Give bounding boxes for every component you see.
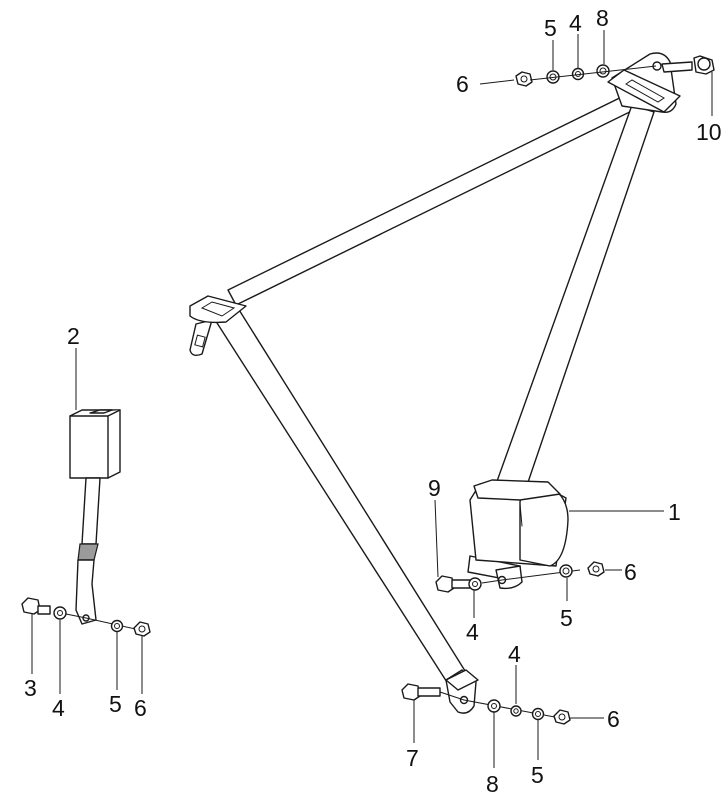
callout-4-buckle: 4	[52, 695, 65, 721]
buckle-fasteners	[21, 597, 151, 637]
callout-6-bottom: 6	[607, 706, 620, 732]
belt-retractor	[467, 479, 569, 590]
callout-labels: 1 2 3 4 5 6 9 4 5 6 7 8 4 5 6 6 5 4 8 10	[24, 5, 722, 796]
callout-10: 10	[696, 119, 722, 145]
callout-2: 2	[67, 323, 80, 349]
callout-9: 9	[428, 475, 441, 501]
callout-5-top: 5	[544, 15, 557, 41]
callout-5-retractor: 5	[560, 605, 573, 631]
callout-6-top: 6	[456, 71, 469, 97]
callout-1: 1	[668, 499, 681, 525]
upper-anchor-fasteners	[515, 55, 715, 87]
upper-anchor-bracket	[607, 52, 681, 114]
callout-4-retractor: 4	[466, 619, 479, 645]
retractor-fasteners	[435, 561, 605, 593]
callout-4-bottom: 4	[508, 641, 521, 667]
callout-leader-lines	[31, 30, 713, 768]
callout-4-top: 4	[569, 10, 582, 36]
belt-buckle-assembly	[69, 409, 121, 625]
belt-guide-loop	[189, 295, 247, 357]
belt-webbing	[209, 87, 655, 691]
callout-3: 3	[24, 675, 37, 701]
callout-5-bottom: 5	[531, 762, 544, 788]
callout-7: 7	[406, 745, 419, 771]
callout-8-top: 8	[596, 5, 609, 31]
lower-anchor-plate	[445, 669, 479, 714]
callout-8-bottom: 8	[486, 771, 499, 796]
callout-5-buckle: 5	[109, 691, 122, 717]
callout-6-retractor: 6	[624, 559, 637, 585]
lower-anchor-fasteners	[401, 683, 571, 725]
callout-6-buckle: 6	[134, 695, 147, 721]
